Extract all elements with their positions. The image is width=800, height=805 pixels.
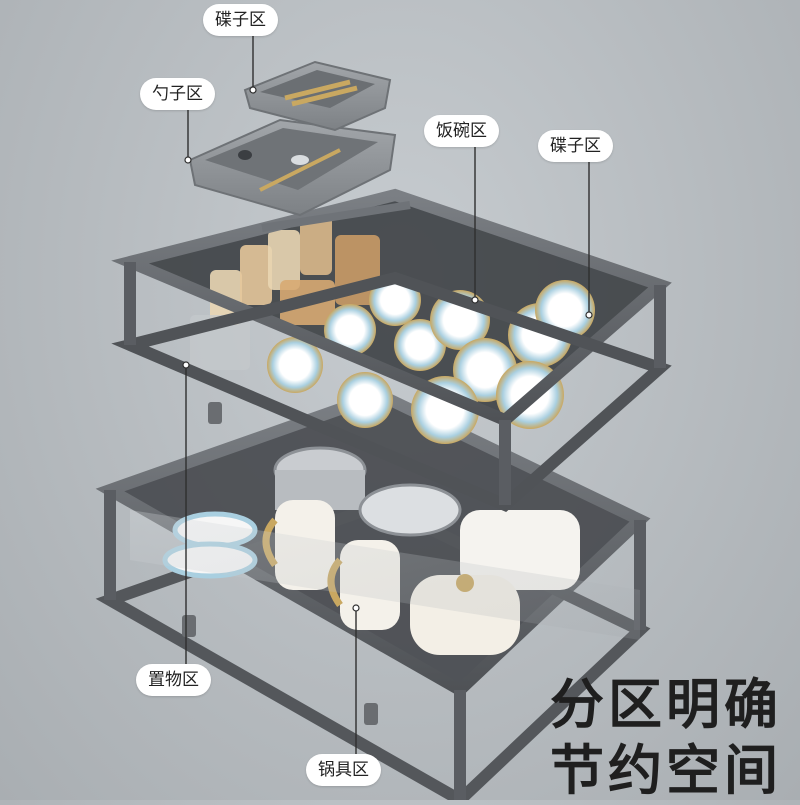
label-storage-zone: 置物区: [136, 664, 211, 696]
divider-bar: [261, 201, 411, 232]
leader-dots: [182, 86, 593, 612]
leader-dot: [585, 311, 593, 319]
bowl: [337, 372, 393, 428]
label-spoon-zone: 勺子区: [140, 78, 215, 110]
lower-glass-panel: [130, 510, 640, 640]
slogan-line-1: 分区明确: [550, 673, 782, 736]
label-plate-zone-top: 碟子区: [203, 4, 278, 36]
leader-dot: [249, 86, 257, 94]
label-bowl-zone: 饭碗区: [424, 115, 499, 147]
label-plate-zone-right: 碟子区: [538, 130, 613, 162]
steel-pot: [358, 483, 462, 537]
label-pot-zone: 锅具区: [306, 754, 381, 786]
leader-lines: [185, 35, 590, 755]
slogan-line-2: 节约空间: [550, 739, 782, 802]
upper-basket: [111, 188, 672, 513]
slide-rail: [364, 703, 378, 725]
jar: [240, 245, 272, 305]
spoon-tray: [188, 118, 397, 217]
leader-dot: [352, 604, 360, 612]
bowl: [267, 337, 323, 393]
chopsticks: [284, 79, 351, 101]
leader-dot: [471, 296, 479, 304]
plate-tray-top: [243, 60, 392, 132]
chopsticks: [259, 148, 341, 192]
slide-rail: [182, 615, 196, 637]
slide-rail: [208, 402, 222, 424]
jar: [268, 230, 300, 290]
tray-hole: [238, 150, 252, 160]
jar: [300, 215, 332, 275]
chopsticks: [291, 85, 358, 107]
leader-dot: [184, 156, 192, 164]
spoon-icon: [291, 155, 309, 165]
leader-dot: [182, 361, 190, 369]
